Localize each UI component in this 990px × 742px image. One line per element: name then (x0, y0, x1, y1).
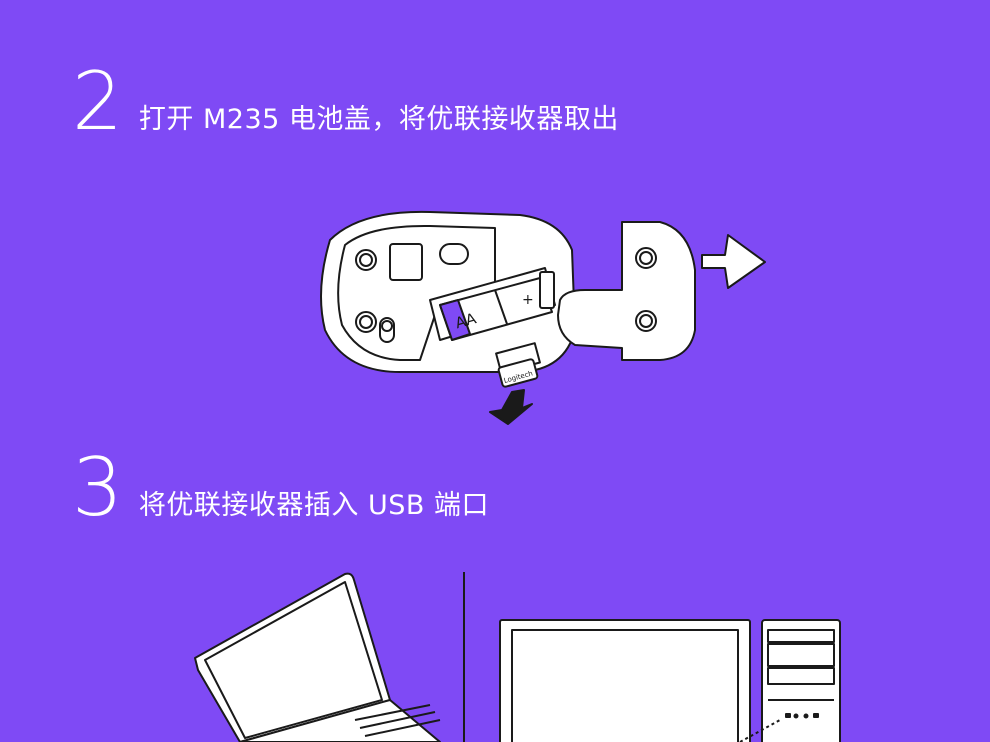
step-instruction: 打开 M235 电池盖，将优联接收器取出 (138, 104, 619, 135)
laptop (194, 572, 441, 742)
aa-battery (439, 277, 553, 341)
door-arrow-icon (701, 234, 766, 289)
battery-door (557, 221, 696, 361)
desktop-tower (739, 619, 841, 742)
receiver-arrow-icon (489, 389, 533, 425)
step-instruction: 将优联接收器插入 USB 端口 (138, 490, 489, 521)
battery-label: AA (453, 309, 479, 332)
usb-port-pointer (739, 719, 781, 742)
skid-pad (359, 253, 373, 267)
step-2-heading: 2 打开 M235 电池盖，将优联接收器取出 (72, 62, 619, 142)
sensor-window (389, 243, 423, 281)
step-number: 2 (72, 55, 123, 148)
desktop-monitor (499, 619, 751, 742)
step-3-heading: 3 将优联接收器插入 USB 端口 (72, 448, 489, 528)
connect-button (439, 243, 469, 265)
usb-receiver (495, 342, 541, 388)
step-number: 3 (72, 441, 123, 534)
battery-plus: + (522, 292, 534, 308)
skid-pad (359, 315, 373, 329)
